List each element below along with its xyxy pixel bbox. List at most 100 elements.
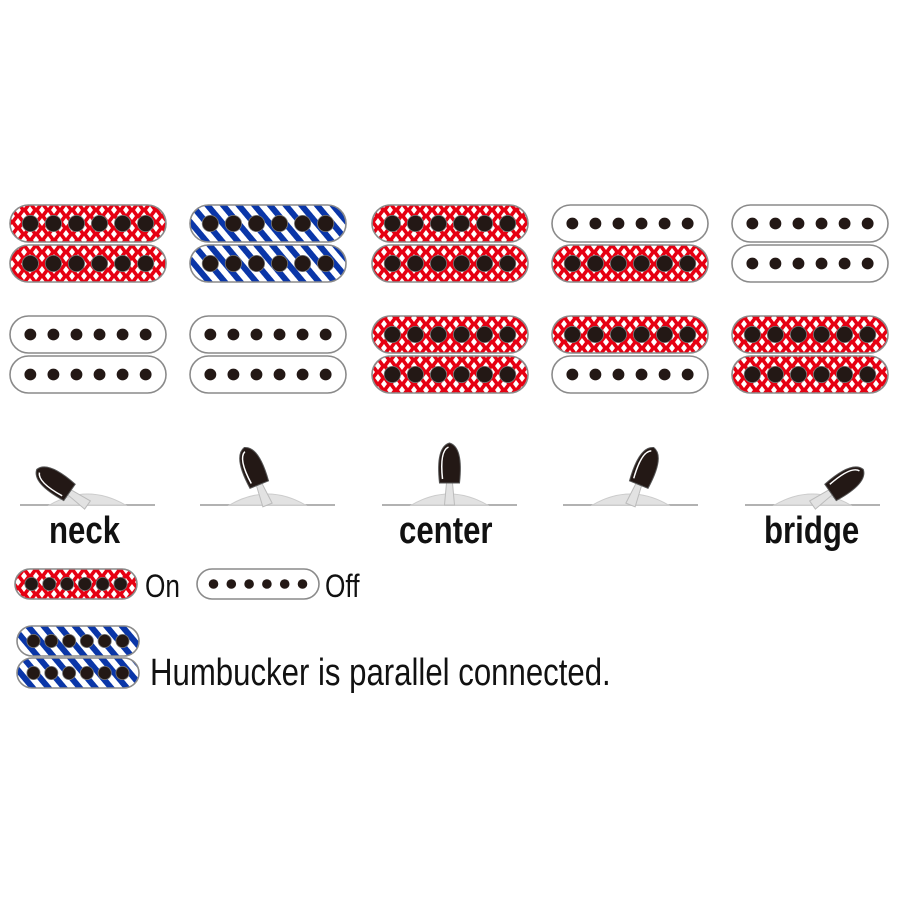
pole-piece-icon xyxy=(769,257,782,270)
pole-piece-icon xyxy=(586,325,604,344)
pole-piece-icon xyxy=(566,368,579,381)
bobbin-upper xyxy=(551,315,709,354)
pole-piece-icon xyxy=(769,217,782,230)
pole-piece-icon xyxy=(612,217,625,230)
switch-position-5 xyxy=(745,466,880,510)
humbucker-bottom-pos1 xyxy=(9,315,167,394)
pole-piece-icon xyxy=(137,214,155,233)
legend-parallel-pickup-upper xyxy=(16,625,140,657)
pole-piece-icon xyxy=(656,325,674,344)
bobbin-body xyxy=(9,355,167,394)
bobbin-lower xyxy=(189,355,347,394)
bobbin-body xyxy=(16,657,140,689)
humbucker-top-pos4 xyxy=(551,204,709,283)
pole-piece-icon xyxy=(270,214,289,233)
switch-position-2 xyxy=(200,447,335,508)
pole-piece-icon xyxy=(201,214,219,233)
pole-piece-icon xyxy=(383,214,401,233)
legend-on-label: On xyxy=(145,568,181,604)
pole-piece-icon xyxy=(67,214,86,233)
pole-piece-icon xyxy=(224,254,242,273)
pole-piece-icon xyxy=(262,579,272,589)
pole-piece-icon xyxy=(116,368,129,381)
pole-piece-icon xyxy=(499,365,517,384)
pole-piece-icon xyxy=(566,217,579,230)
pole-piece-icon xyxy=(227,328,240,341)
pole-piece-icon xyxy=(812,365,831,384)
pole-piece-icon xyxy=(201,254,219,273)
pole-piece-icon xyxy=(656,254,674,273)
bobbin-upper xyxy=(189,315,347,354)
bobbin-body xyxy=(189,355,347,394)
pole-piece-icon xyxy=(97,634,112,649)
bobbin-body xyxy=(731,355,889,394)
pole-piece-icon xyxy=(113,577,128,592)
pole-piece-icon xyxy=(67,254,86,273)
pole-piece-icon xyxy=(244,579,254,589)
pole-piece-icon xyxy=(815,217,828,230)
bobbin-lower xyxy=(9,355,167,394)
pole-piece-icon xyxy=(114,254,132,273)
pole-piece-icon xyxy=(115,666,130,681)
pole-piece-icon xyxy=(319,328,332,341)
pole-piece-icon xyxy=(77,577,92,592)
position-label-neck: neck xyxy=(49,510,121,552)
lever-knob xyxy=(628,447,659,489)
pole-piece-icon xyxy=(44,634,59,649)
pole-piece-icon xyxy=(658,217,671,230)
pole-piece-icon xyxy=(635,217,648,230)
pole-piece-icon xyxy=(861,257,874,270)
pole-piece-icon xyxy=(679,254,697,273)
pole-piece-icon xyxy=(589,368,602,381)
pole-piece-icon xyxy=(62,666,77,681)
pole-piece-icon xyxy=(452,325,471,344)
bobbin-upper xyxy=(371,315,529,354)
pole-piece-icon xyxy=(859,325,877,344)
pole-piece-icon xyxy=(476,365,494,384)
bobbin-lower xyxy=(731,355,889,394)
pole-piece-icon xyxy=(746,217,759,230)
bobbin-body xyxy=(731,204,889,243)
pole-piece-icon xyxy=(26,634,41,649)
bobbin-body xyxy=(551,355,709,394)
pole-piece-icon xyxy=(139,368,152,381)
bobbin-lower xyxy=(731,244,889,283)
bobbin-lower xyxy=(189,244,347,283)
pole-piece-icon xyxy=(97,666,112,681)
pole-piece-icon xyxy=(681,368,694,381)
pole-piece-icon xyxy=(563,325,581,344)
pole-piece-icon xyxy=(319,368,332,381)
pole-piece-icon xyxy=(766,365,784,384)
pole-piece-icon xyxy=(452,214,471,233)
pole-piece-icon xyxy=(612,368,625,381)
pole-piece-icon xyxy=(42,577,57,592)
bobbin-upper xyxy=(731,204,889,243)
pole-piece-icon xyxy=(792,257,805,270)
pole-piece-icon xyxy=(21,214,39,233)
pole-piece-icon xyxy=(294,214,312,233)
bobbin-body xyxy=(196,568,320,600)
bobbin-upper xyxy=(371,204,529,243)
pole-piece-icon xyxy=(79,666,94,681)
pole-piece-icon xyxy=(93,328,106,341)
bobbin-upper xyxy=(731,315,889,354)
pole-piece-icon xyxy=(296,328,309,341)
pole-piece-icon xyxy=(273,328,286,341)
pole-piece-icon xyxy=(429,325,448,344)
humbucker-top-pos5 xyxy=(731,204,889,283)
pole-piece-icon xyxy=(499,325,517,344)
pole-piece-icon xyxy=(273,368,286,381)
pole-piece-icon xyxy=(406,214,424,233)
pole-piece-icon xyxy=(250,368,263,381)
pole-piece-icon xyxy=(429,365,448,384)
pole-piece-icon xyxy=(452,254,471,273)
pole-piece-icon xyxy=(383,254,401,273)
bobbin-body xyxy=(371,204,529,243)
pole-piece-icon xyxy=(297,579,308,589)
lever-icon xyxy=(35,466,92,510)
switch-position-3 xyxy=(382,442,517,506)
pole-piece-icon xyxy=(406,325,424,344)
bobbin-body xyxy=(371,244,529,283)
pole-piece-icon xyxy=(317,214,335,233)
